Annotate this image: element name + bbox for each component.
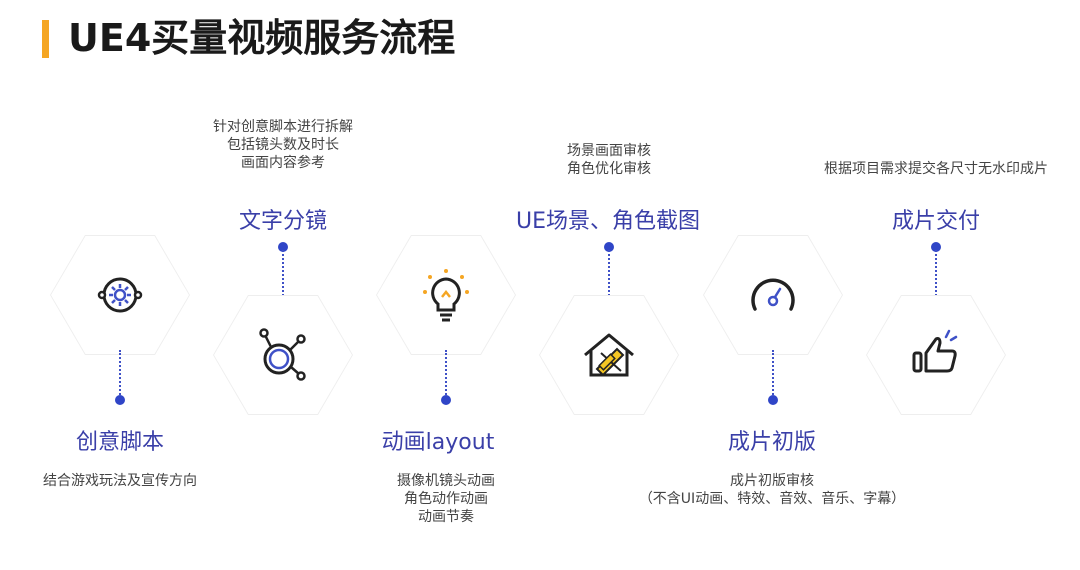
page-title: UE4买量视频服务流程 (68, 16, 456, 60)
house-design-icon (584, 333, 634, 377)
step-5-dot (768, 395, 778, 405)
step-5-desc: 成片初版审核 （不含UI动画、特效、音效、音乐、字幕） (638, 473, 906, 507)
step-1-desc: 结合游戏玩法及宣传方向 (43, 473, 197, 489)
step-5-title: 成片初版 (727, 430, 817, 455)
step-3-connector (445, 350, 447, 402)
step-6-title: 成片交付 (891, 209, 981, 234)
step-4-connector (608, 250, 610, 296)
step-5-hexagon (703, 235, 843, 355)
step-1-title: 创意脚本 (75, 430, 165, 455)
step-2-hexagon (213, 295, 353, 415)
step-2-title: 文字分镜 (238, 209, 328, 234)
step-6-connector (935, 250, 937, 296)
step-2-desc: 针对创意脚本进行拆解 包括镜头数及时长 画面内容参考 (213, 119, 353, 171)
step-1-hexagon (50, 235, 190, 355)
step-5-connector (772, 350, 774, 402)
lightbulb-icon (423, 269, 469, 322)
thumbs-up-icon (912, 329, 958, 373)
step-1-dot (115, 395, 125, 405)
step-3-dot (441, 395, 451, 405)
step-4-hexagon (539, 295, 679, 415)
step-2-connector (282, 250, 284, 296)
step-2-dot (278, 242, 288, 252)
step-3-desc: 摄像机镜头动画 角色动作动画 动画节奏 (397, 473, 495, 525)
gear-eye-icon (97, 277, 143, 313)
step-6-dot (931, 242, 941, 252)
step-1-connector (119, 350, 121, 402)
gauge-icon (751, 278, 795, 311)
step-6-desc: 根据项目需求提交各尺寸无水印成片 (824, 161, 1048, 177)
step-4-desc: 场景画面审核 角色优化审核 (567, 143, 651, 177)
step-4-title: UE场景、角色截图 (515, 209, 701, 234)
title-accent-bar (42, 20, 49, 58)
step-6-hexagon (866, 295, 1006, 415)
step-3-title: 动画layout (381, 430, 495, 455)
step-4-dot (604, 242, 614, 252)
node-network-icon (259, 328, 306, 381)
step-3-hexagon (376, 235, 516, 355)
